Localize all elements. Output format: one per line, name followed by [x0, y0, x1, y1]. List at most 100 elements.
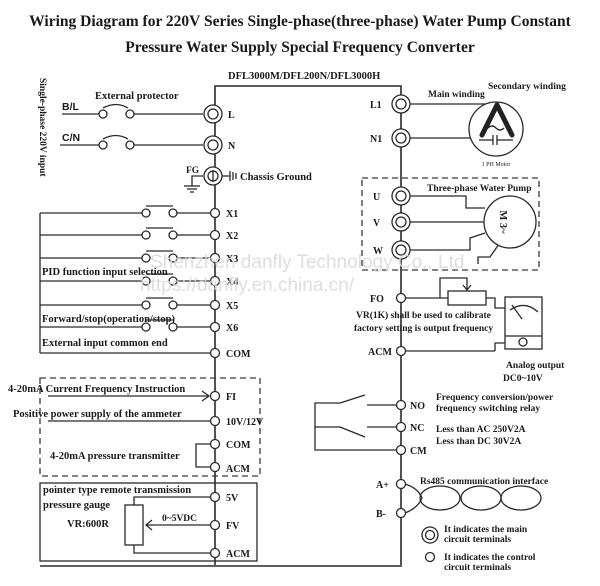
pressure-transmitter-label: 4-20mA pressure transmitter: [50, 451, 180, 462]
twisted-pair-loop: [460, 485, 502, 511]
analog-output-group: FO ACM VR(1K) shall be used to calibrate…: [354, 277, 565, 384]
terminal-5v-label: 5V: [226, 493, 239, 504]
terminal-b-label: B-: [376, 509, 386, 520]
single-phase-motor-group: L1 N1 Main winding Secondary winding 1 P…: [370, 82, 566, 168]
terminal-x5-label: X5: [226, 301, 238, 312]
relay-rating-ac: Less than AC 250V2A: [436, 425, 526, 435]
legend-control-1: It indicates the control: [444, 553, 536, 563]
terminal-fg: FG Chassis Ground: [184, 166, 312, 193]
terminal-acm2-label: ACM: [226, 549, 250, 560]
terminal-l: L: [203, 104, 235, 124]
potentiometer: [124, 504, 144, 546]
terminal-com-label: COM: [226, 349, 251, 360]
legend-main-1: It indicates the main: [444, 525, 528, 535]
terminal-no-label: NO: [410, 401, 425, 412]
input-row-x4: X4: [40, 273, 238, 288]
analog-input-group: 4-20mA Current Frequency Instruction FI …: [8, 377, 264, 477]
terminal-nc-label: NC: [410, 423, 424, 434]
cn-label: C/N: [62, 132, 80, 144]
input-row-x5: X5: [40, 297, 238, 312]
calibrate-line-2: factory setting is output frequency: [354, 324, 493, 334]
relay-rating-dc: Less than DC 30V2A: [436, 437, 521, 447]
terminal-u-label: U: [373, 192, 380, 203]
terminal-fo-label: FO: [370, 294, 384, 305]
relay-group: NO NC CM Frequency conversion/power freq…: [314, 393, 554, 457]
terminal-a-label: A+: [376, 480, 389, 491]
terminal-x6-label: X6: [226, 323, 238, 334]
line-cn: C/N: [60, 132, 203, 150]
motor-1ph-icon: [468, 101, 524, 157]
terminal-x4-label: X4: [226, 277, 238, 288]
external-protector-label: External protector: [95, 91, 179, 102]
secondary-winding-label: Secondary winding: [488, 82, 566, 92]
watermark-line-2: https://danfly.en.china.cn/: [140, 275, 355, 296]
terminal-v-label: V: [373, 218, 381, 229]
calibrate-line-1: VR(1K) shall be used to calibrate: [356, 310, 491, 321]
gauge-title-2: pressure gauge: [43, 500, 110, 511]
motor-caption: 1 PH Motor: [482, 162, 511, 168]
pump-motor-icon: [483, 195, 537, 249]
forward-stop-label: Forward/stop(operation/stop): [42, 314, 175, 325]
bl-label: B/L: [62, 101, 80, 113]
twisted-pair-loop: [500, 485, 542, 511]
terminal-l-label: L: [228, 110, 235, 121]
fg-label: FG: [186, 166, 200, 176]
title-line-1: Wiring Diagram for 220V Series Single-ph…: [29, 13, 571, 30]
input-row-x2: X2: [40, 227, 238, 242]
analog-output-range: DC0~10V: [503, 374, 543, 384]
pump-symbol: M 3~: [497, 210, 508, 234]
terminal-w-label: W: [373, 246, 383, 257]
twisted-pair-loop: [419, 485, 461, 511]
terminal-10v-label: 10V/12V: [226, 417, 264, 428]
pump-title: Three-phase Water Pump: [427, 184, 532, 194]
terminal-x2-label: X2: [226, 231, 238, 242]
rs485-group: A+ B- Rs485 communication interface: [376, 477, 548, 520]
terminal-n-label: N: [228, 141, 236, 152]
relay-desc-1: Frequency conversion/power: [436, 393, 554, 403]
input-row-x3: X3: [40, 250, 238, 265]
watermark-line-1: Shenzhen danfly Technology Co., Ltd: [150, 252, 464, 273]
relay-desc-2: frequency switching relay: [436, 404, 540, 414]
terminal-acm-out-label: ACM: [368, 347, 392, 358]
converter-outline: [40, 85, 402, 567]
calibration-potentiometer: [447, 290, 487, 306]
terminal-com2-label: COM: [226, 440, 251, 451]
gauge-resistance-label: VR:600R: [67, 519, 109, 530]
line-bl: B/L: [62, 101, 203, 119]
single-phase-input-label: Single-phase 220V input: [37, 78, 47, 177]
analog-output-label: Analog output: [506, 361, 565, 371]
legend-control-2: circuit terminals: [444, 563, 511, 573]
terminal-cm-label: CM: [410, 446, 427, 457]
model-label: DFL3000M/DFL200N/DFL3000H: [228, 71, 380, 82]
main-winding-label: Main winding: [428, 90, 485, 100]
digital-inputs: X1 X2 X3 PID function input selection X4: [39, 205, 251, 360]
earth-ground-icon: [184, 185, 200, 193]
terminal-fi-label: FI: [226, 392, 236, 403]
ammeter-power-label: Positive power supply of the ammeter: [13, 409, 182, 420]
gauge-title-1: pointer type remote transmission: [43, 485, 191, 496]
chassis-ground-icon: [229, 171, 237, 181]
chassis-ground-label: Chassis Ground: [240, 172, 312, 183]
current-frequency-label: 4-20mA Current Frequency Instruction: [8, 384, 185, 395]
title-line-2: Pressure Water Supply Special Frequency …: [125, 39, 475, 56]
legend-main-2: circuit terminals: [444, 535, 511, 545]
input-row-x6: X6: [40, 319, 238, 334]
analog-meter-icon: [504, 296, 543, 350]
terminal-x3-label: X3: [226, 254, 238, 265]
terminal-fv-label: FV: [226, 521, 240, 532]
pressure-gauge-group: pointer type remote transmission pressur…: [39, 482, 258, 562]
input-row-x1: X1: [40, 205, 238, 220]
terminal-l1-label: L1: [370, 100, 382, 111]
rs485-label: Rs485 communication interface: [420, 477, 548, 487]
common-end-label: External input common end: [42, 338, 168, 349]
control-terminal-icon: [424, 551, 436, 563]
three-phase-pump-group: Three-phase Water Pump U V W M 3~: [361, 177, 540, 271]
gauge-voltage-label: 0~5VDC: [162, 514, 197, 524]
pid-label: PID function input selection: [42, 267, 168, 278]
input-row-com: COM: [40, 347, 251, 360]
terminal-acm-label: ACM: [226, 464, 250, 475]
legend: It indicates the main circuit terminals …: [421, 525, 536, 573]
terminal-x1-label: X1: [226, 209, 238, 220]
terminal-n: N: [203, 135, 236, 155]
